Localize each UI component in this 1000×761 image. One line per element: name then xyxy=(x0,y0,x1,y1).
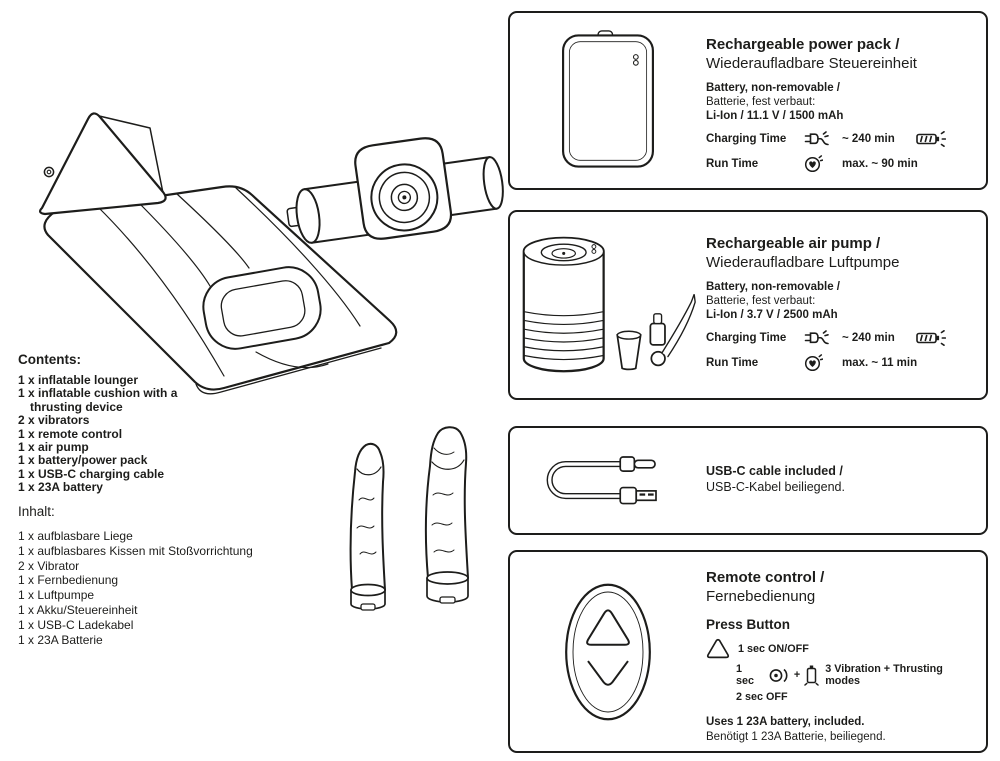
battery-charging-icon xyxy=(916,330,946,346)
battery-note-en: Uses 1 23A battery, included. xyxy=(706,716,865,728)
remote-control-text: Remote control / Fernebedienung Press Bu… xyxy=(706,552,986,751)
power-pack-title-de: Wiederaufladbare Steuereinheit xyxy=(706,55,917,72)
press-row-modes-prefix: 1 sec xyxy=(736,663,755,687)
remote-title-en: Remote control / xyxy=(706,569,825,586)
air-pump-figure xyxy=(510,212,706,398)
vibrator-small-illustration xyxy=(349,442,386,611)
run-time-label: Run Time xyxy=(706,158,759,170)
usb-cable-box: USB-C cable included / USB-C-Kabel beili… xyxy=(508,426,988,535)
battery-label-en: Battery, non-removable / xyxy=(706,281,840,293)
battery-label-en: Battery, non-removable / xyxy=(706,82,840,94)
contents-item: 1 x battery/power pack xyxy=(18,453,148,468)
usb-cable-text: USB-C cable included / USB-C-Kabel beili… xyxy=(706,428,986,533)
battery-label-de: Batterie, fest verbaut: xyxy=(706,295,816,307)
contents-item: 1 x Akku/Steuereinheit xyxy=(18,602,138,617)
vibrators-illustration xyxy=(349,426,469,611)
battery-charging-icon xyxy=(916,131,946,147)
wedge-pillow-illustration xyxy=(39,112,167,216)
usb-title-en: USB-C cable included / xyxy=(706,464,843,478)
power-pack-illustration xyxy=(562,29,654,168)
press-row-modes-label: 3 Vibration + Thrusting modes xyxy=(825,663,943,687)
contents-item: 1 x Luftpumpe xyxy=(18,588,95,603)
press-row-onoff-label: 1 sec ON/OFF xyxy=(738,642,809,655)
battery-heart-icon xyxy=(804,354,823,372)
contents-item: 1 x air pump xyxy=(18,440,89,455)
contents-item: 1 x aufblasbares Kissen mit Stoßvorricht… xyxy=(18,543,253,558)
contents-items-en: 1 x inflatable lounger 1 x inflatable cu… xyxy=(18,373,203,495)
air-pump-text: Rechargeable air pump / Wiederaufladbare… xyxy=(706,212,986,398)
press-row-off-label: 2 sec OFF xyxy=(736,691,788,703)
charging-time-value: ~ 240 min xyxy=(842,133,895,145)
battery-note: Uses 1 23A battery, included. Benötigt 1… xyxy=(706,715,974,744)
press-row-onoff: 1 sec ON/OFF xyxy=(706,638,974,659)
contents-item: 1 x remote control xyxy=(18,426,123,441)
air-pump-title-de: Wiederaufladbare Luftpumpe xyxy=(706,254,900,271)
product-illustration xyxy=(39,112,504,611)
air-pump-illustration xyxy=(522,236,696,373)
lounger-illustration xyxy=(43,185,398,395)
contents-item: 1 x Fernbedienung xyxy=(18,573,119,588)
contents-item: 2 x Vibrator xyxy=(18,558,80,573)
battery-heart-icon xyxy=(804,155,823,173)
plus-sign: + xyxy=(793,669,801,681)
contents-item: 1 x USB-C charging cable xyxy=(18,466,165,481)
contents-item: 1 x 23A Batterie xyxy=(18,632,103,647)
battery-label-de: Batterie, fest verbaut: xyxy=(706,96,816,108)
contents-item: 1 x 23A battery xyxy=(18,480,103,495)
charging-time-label: Charging Time xyxy=(706,332,787,344)
contents-title-de: Inhalt: xyxy=(18,504,55,519)
air-pump-box: Rechargeable air pump / Wiederaufladbare… xyxy=(508,210,988,400)
remote-control-box: Remote control / Fernebedienung Press Bu… xyxy=(508,550,988,753)
run-time-value: max. ~ 11 min xyxy=(842,357,918,369)
contents-items-de: 1 x aufblasbare Liege 1 x aufblasbares K… xyxy=(18,529,323,647)
contents-item: 1 x inflatable cushion with a thrusting … xyxy=(18,386,178,414)
battery-note-de: Benötigt 1 23A Batterie, beiliegend. xyxy=(706,730,886,743)
press-row-off: 2 sec OFF xyxy=(706,691,974,703)
power-pack-text: Rechargeable power pack / Wiederaufladba… xyxy=(706,13,986,188)
battery-spec: Li-Ion / 3.7 V / 2500 mAh xyxy=(706,309,838,321)
charging-time-label: Charging Time xyxy=(706,133,787,145)
power-pack-box: Rechargeable power pack / Wiederaufladba… xyxy=(508,11,988,190)
run-time-label: Run Time xyxy=(706,357,759,369)
remote-control-figure xyxy=(510,552,706,751)
charging-time-value: ~ 240 min xyxy=(842,332,895,344)
remote-title-de: Fernebedienung xyxy=(706,588,816,605)
contents-item: 1 x USB-C Ladekabel xyxy=(18,617,134,632)
triangle-button-icon xyxy=(706,638,730,659)
power-pack-figure xyxy=(510,13,706,188)
thrusting-cushion-illustration xyxy=(286,137,504,244)
air-pump-title-en: Rechargeable air pump / xyxy=(706,235,881,252)
press-button-icon xyxy=(769,668,788,682)
contents-list-en: Contents: 1 x inflatable lounger 1 x inf… xyxy=(18,352,203,495)
contents-item: 1 x aufblasbare Liege xyxy=(18,529,133,543)
battery-spec: Li-Ion / 11.1 V / 1500 mAh xyxy=(706,110,844,122)
run-time-row: Run Time max. ~ 11 min xyxy=(706,354,974,372)
usb-title-de: USB-C-Kabel beiliegend. xyxy=(706,480,845,494)
remote-control-illustration xyxy=(565,583,651,720)
charging-time-row: Charging Time ~ 240 min xyxy=(706,131,974,147)
contents-item: 1 x inflatable lounger xyxy=(18,373,139,387)
usb-cable-illustration xyxy=(546,455,657,504)
press-row-modes: 1 sec + xyxy=(706,663,974,687)
charging-time-row: Charging Time ~ 240 min xyxy=(706,330,974,346)
battery-23a-icon xyxy=(804,665,819,686)
vibrator-large-illustration xyxy=(424,426,469,604)
run-time-row: Run Time max. ~ 90 min xyxy=(706,155,974,173)
power-pack-title-en: Rechargeable power pack / xyxy=(706,36,900,53)
contents-title-en: Contents: xyxy=(18,352,81,367)
usb-cable-figure xyxy=(510,428,706,533)
press-button-heading: Press Button xyxy=(706,617,791,632)
run-time-value: max. ~ 90 min xyxy=(842,158,918,170)
plug-icon xyxy=(804,330,829,345)
plug-icon xyxy=(804,131,829,146)
contents-item: 2 x vibrators xyxy=(18,413,90,428)
contents-list-de: Inhalt: 1 x aufblasbare Liege 1 x aufbla… xyxy=(18,504,323,647)
